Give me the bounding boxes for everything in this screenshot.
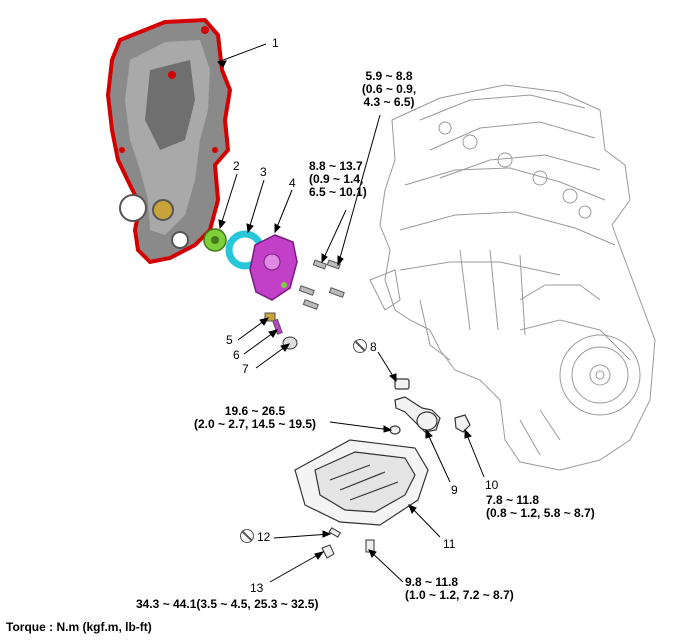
torque-switch-line-2: (0.8 ~ 1.2, 5.8 ~ 8.7): [486, 506, 595, 520]
timing-chain-cover: [105, 17, 233, 265]
torque-pan-line-2: (1.0 ~ 1.2, 7.2 ~ 8.7): [405, 588, 514, 602]
part-number-9: 9: [451, 483, 458, 497]
torque-switch-line-1: 7.8 ~ 11.8: [486, 493, 540, 507]
torque-pan-line-1: 9.8 ~ 11.8: [405, 575, 459, 589]
engine-block-outline: [369, 84, 656, 471]
no-reuse-icon: [353, 339, 367, 353]
torque-cover-line-3: 4.3 ~ 6.5): [363, 95, 415, 109]
oil-pump-cover: [249, 234, 298, 301]
part-number-3: 3: [260, 165, 267, 179]
torque-screen-bolt: 19.6 ~ 26.5 (2.0 ~ 2.7, 14.5 ~ 19.5): [182, 405, 328, 431]
torque-drain-plug: 34.3 ~ 44.1(3.5 ~ 4.5, 25.3 ~ 32.5): [136, 598, 318, 611]
torque-cover-line-2: (0.6 ~ 0.9,: [361, 82, 417, 96]
part-number-13: 13: [250, 581, 264, 595]
torque-pump-line-1: 8.8 ~ 13.7: [309, 159, 363, 173]
part-number-8: 8: [370, 340, 377, 354]
torque-pump-line-2: (0.9 ~ 1.4,: [309, 172, 364, 186]
part-number-1: 1: [272, 36, 279, 50]
oil-pump-inner-rotor: [203, 228, 227, 252]
torque-pump-bolts: 8.8 ~ 13.7 (0.9 ~ 1.4, 6.5 ~ 10.1): [309, 160, 367, 199]
part-number-2: 2: [233, 159, 240, 173]
torque-drain-line-1: 34.3 ~ 44.1(3.5 ~ 4.5, 25.3 ~ 32.5): [136, 597, 319, 611]
relief-valve-parts: [264, 312, 298, 350]
leader-lines: [216, 43, 485, 583]
torque-screen-line-1: 19.6 ~ 26.5: [224, 404, 286, 418]
torque-screen-line-2: (2.0 ~ 2.7, 14.5 ~ 19.5): [193, 417, 317, 431]
part-number-4: 4: [289, 176, 296, 190]
part-number-10: 10: [485, 478, 499, 492]
part-number-12: 12: [257, 530, 271, 544]
pump-bolts: [298, 259, 345, 310]
part-number-5: 5: [226, 333, 233, 347]
oil-pan: [294, 439, 429, 526]
torque-pressure-switch: 7.8 ~ 11.8 (0.8 ~ 1.2, 5.8 ~ 8.7): [486, 494, 595, 520]
torque-pan-bolts: 9.8 ~ 11.8 (1.0 ~ 1.2, 7.2 ~ 8.7): [405, 576, 514, 602]
part-number-7: 7: [242, 362, 249, 376]
torque-units-note: Torque : N.m (kgf.m, lb-ft): [6, 620, 152, 634]
torque-cover-bolts: 5.9 ~ 8.8 (0.6 ~ 0.9, 4.3 ~ 6.5): [353, 70, 425, 109]
drain-hardware: [321, 527, 375, 559]
oil-screen-assembly: [389, 378, 471, 435]
no-reuse-icon: [240, 529, 254, 543]
part-number-11: 11: [443, 537, 456, 551]
part-number-6: 6: [233, 348, 240, 362]
torque-pump-line-3: 6.5 ~ 10.1): [309, 185, 367, 199]
torque-cover-line-1: 5.9 ~ 8.8: [365, 69, 413, 83]
